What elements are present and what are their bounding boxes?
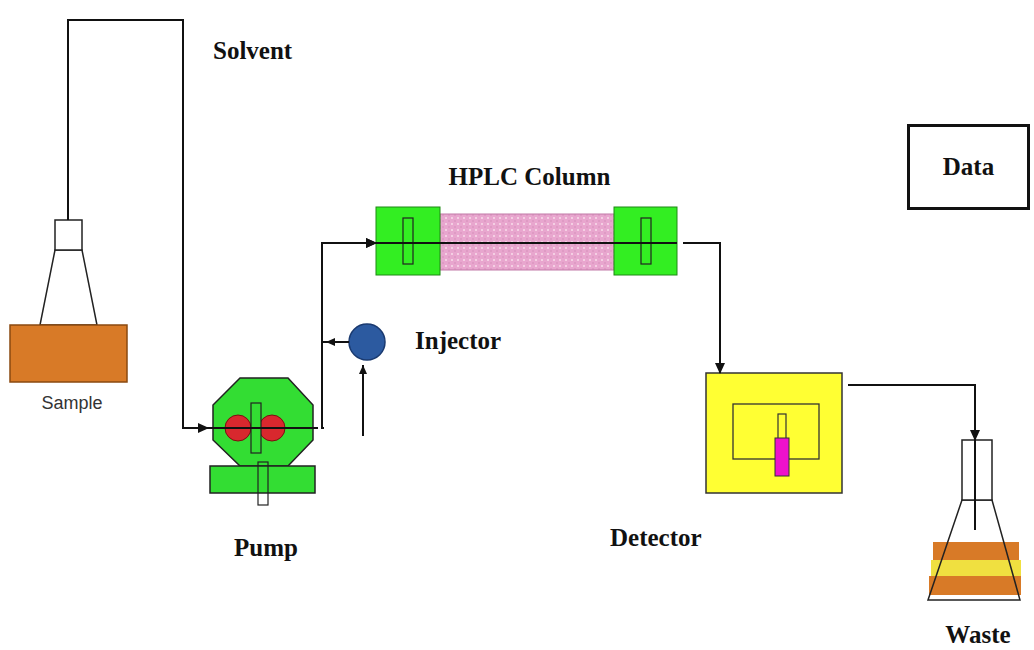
- column-node: HPLC Column: [376, 158, 683, 275]
- pump-symbol: [195, 378, 318, 505]
- flow-arrow: [322, 243, 376, 428]
- sample-flask: [10, 220, 127, 382]
- detector-symbol: [706, 373, 842, 493]
- node-label: HPLC Column: [376, 162, 683, 192]
- flow-arrow: [683, 243, 720, 373]
- solvent-label: Solvent: [213, 36, 292, 66]
- sample-node: Sample: [8, 220, 136, 416]
- node-label: Data: [943, 152, 994, 182]
- column-symbol: [376, 207, 677, 275]
- flow-arrow: [848, 385, 975, 440]
- detector-node: Detector: [606, 373, 848, 557]
- pump-node: Pump: [208, 376, 324, 565]
- data-box: Data: [907, 124, 1030, 210]
- waste-node: Waste: [920, 440, 1034, 650]
- injector-symbol: [326, 324, 385, 436]
- node-label: Detector: [610, 523, 848, 553]
- node-label: Sample: [8, 392, 136, 414]
- node-label: Waste: [920, 620, 1034, 650]
- injector-node: Injector: [349, 324, 530, 362]
- node-label: Injector: [415, 326, 530, 356]
- flow-arrow: [68, 20, 208, 428]
- waste-flask: [928, 440, 1021, 600]
- flow-arrow: [322, 243, 376, 342]
- node-label: Pump: [208, 533, 324, 563]
